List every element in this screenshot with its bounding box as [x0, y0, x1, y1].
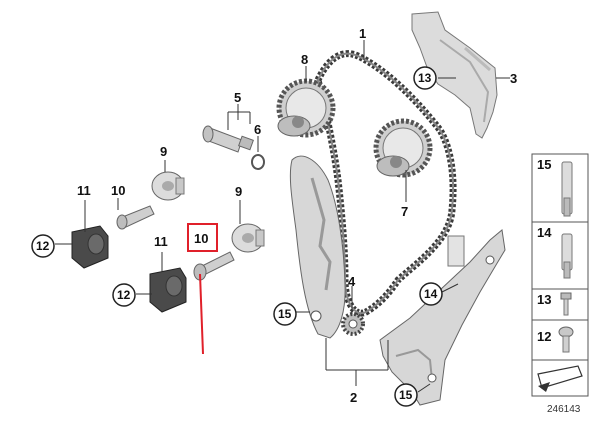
leader-lines [55, 40, 510, 393]
label-1: 1 [359, 26, 366, 41]
label-12-lower: 12 [117, 288, 131, 302]
timing-chain [314, 50, 457, 317]
label-4: 4 [348, 274, 356, 289]
crankshaft-sprocket [341, 312, 365, 336]
label-14: 14 [424, 287, 438, 301]
label-7: 7 [401, 204, 408, 219]
label-15-lower: 15 [399, 388, 413, 402]
circled-labels: 12 12 13 14 15 15 [31, 66, 443, 407]
label-3: 3 [510, 71, 517, 86]
highlight-arrow-line [199, 273, 204, 355]
legend-label-13: 13 [537, 292, 551, 307]
legend-label-12: 12 [537, 329, 551, 344]
disc-9-lower [231, 223, 265, 253]
cap-11-lower [149, 267, 187, 313]
camshaft-sprocket-8 [276, 78, 336, 138]
cap-11-upper [71, 225, 109, 269]
label-8: 8 [301, 52, 308, 67]
label-9-upper: 9 [160, 144, 167, 159]
bolt-10-lower [193, 251, 235, 281]
tensioner-rail [289, 155, 346, 339]
label-11-upper: 11 [77, 183, 91, 198]
legend-wrench-icon [537, 365, 583, 392]
label-12-upper: 12 [36, 239, 50, 253]
legend-label-14: 14 [537, 225, 552, 240]
camshaft-sprocket-7 [373, 118, 433, 178]
legend-screw-12 [558, 326, 574, 353]
label-9-lower: 9 [235, 184, 242, 199]
plain-labels: 1 2 3 4 5 6 7 8 9 9 10 10 11 11 [77, 26, 517, 405]
lower-guide-rail [379, 229, 506, 406]
parts-legend-panel: 15 14 13 12 [531, 153, 589, 397]
legend-label-15: 15 [537, 157, 551, 172]
label-10-upper: 10 [111, 183, 125, 198]
label-6: 6 [254, 122, 261, 137]
label-10-lower: 10 [194, 231, 208, 246]
label-5: 5 [234, 90, 241, 105]
upper-guide-rail [411, 11, 498, 139]
highlight-callout [187, 223, 218, 355]
o-ring-6 [251, 154, 265, 170]
label-11-lower: 11 [154, 234, 168, 249]
bolt-5 [202, 125, 254, 153]
disc-9-upper [151, 171, 185, 201]
label-13: 13 [418, 71, 432, 85]
legend-bolt-13 [560, 292, 572, 316]
legend-pin-15 [561, 161, 573, 217]
label-2: 2 [350, 390, 357, 405]
highlight-box [187, 223, 218, 252]
diagram-number: 246143 [547, 404, 581, 415]
label-15-upper: 15 [278, 307, 292, 321]
legend-pin-14 [561, 233, 573, 279]
bolt-10-upper [116, 205, 155, 230]
